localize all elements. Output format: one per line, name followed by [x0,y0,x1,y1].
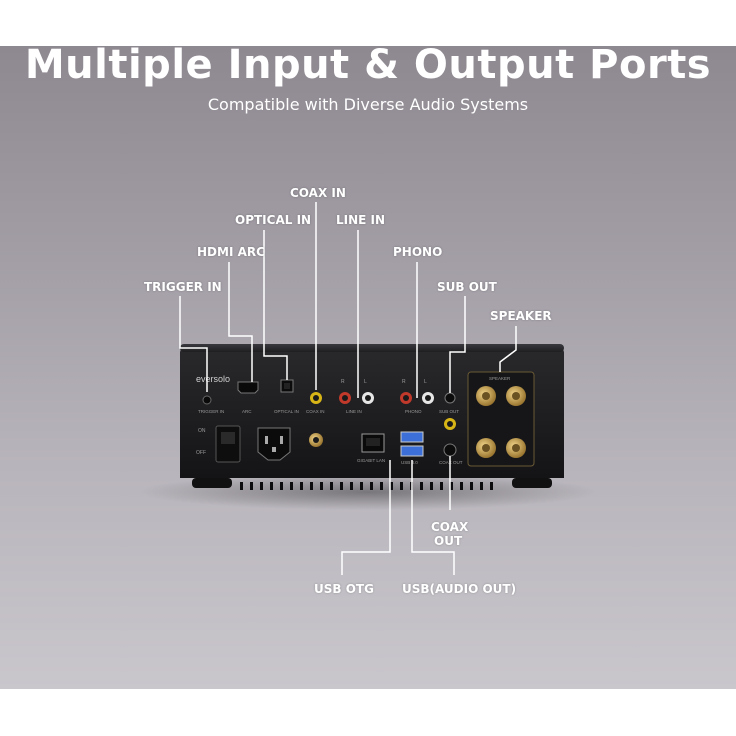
callout-trigger-in: TRIGGER IN [144,280,222,294]
trigger-in-port [202,395,212,405]
panel-label-arc: ARC [242,409,252,414]
callout-leaders [179,202,517,575]
panel-label-on: ON [198,428,206,434]
panel-label-lan: GIGABIT LAN [357,458,385,463]
page-subtitle: Compatible with Diverse Audio Systems [207,95,529,114]
panel-label-coax: COAX IN [306,409,325,414]
page-title: Multiple Input & Output Ports [24,42,712,88]
ac-power-inlet [257,427,291,461]
panel-label-optical: OPTICAL IN [274,409,299,414]
panel-label-phono: PHONO [405,409,422,414]
line-in-ports [339,392,374,404]
panel-label-line: LINE IN [346,409,362,414]
callout-line-in: LINE IN [336,213,386,227]
panel-label-usb: USB 3.0 [401,460,418,465]
panel-label-speaker: SPEAKER [489,376,511,381]
ethernet-port [361,433,385,453]
sub-out-port [444,392,456,404]
optical-in-port [280,379,294,393]
callout-coax-out-line1: COAX [431,520,469,534]
hdmi-arc-port [237,381,259,394]
callout-phono: PHONO [393,245,443,259]
brand-logo: eversolo [196,374,230,384]
panel-label-off: OFF [196,450,206,456]
callout-hdmi-arc: HDMI ARC [197,245,265,259]
panel-label-trigger: TRIGGER IN [198,409,224,414]
power-switch [215,425,241,463]
callout-optical-in: OPTICAL IN [235,213,312,227]
callout-sub-out: SUB OUT [437,280,497,294]
callout-coax-out-line2: OUT [434,534,463,548]
panel-label-l2: L [424,379,427,385]
panel-label-l1: L [364,379,367,385]
coax-in-port [310,392,322,404]
panel-label-coax-out: COAX OUT [439,460,463,465]
usb-ports [400,431,424,457]
callout-usb-audio-out: USB(AUDIO OUT) [402,582,517,596]
speaker-binding-posts [467,371,535,467]
panel-label-r1: R [341,379,345,385]
coax-rca-lower [309,433,323,447]
callout-coax-in: COAX IN [290,186,346,200]
callout-speaker: SPEAKER [490,309,552,323]
panel-label-r2: R [402,379,406,385]
phono-ports [400,392,434,404]
bottom-margin [0,689,736,736]
callout-usb-otg: USB OTG [314,582,374,596]
panel-label-sub: SUB OUT [439,409,459,414]
